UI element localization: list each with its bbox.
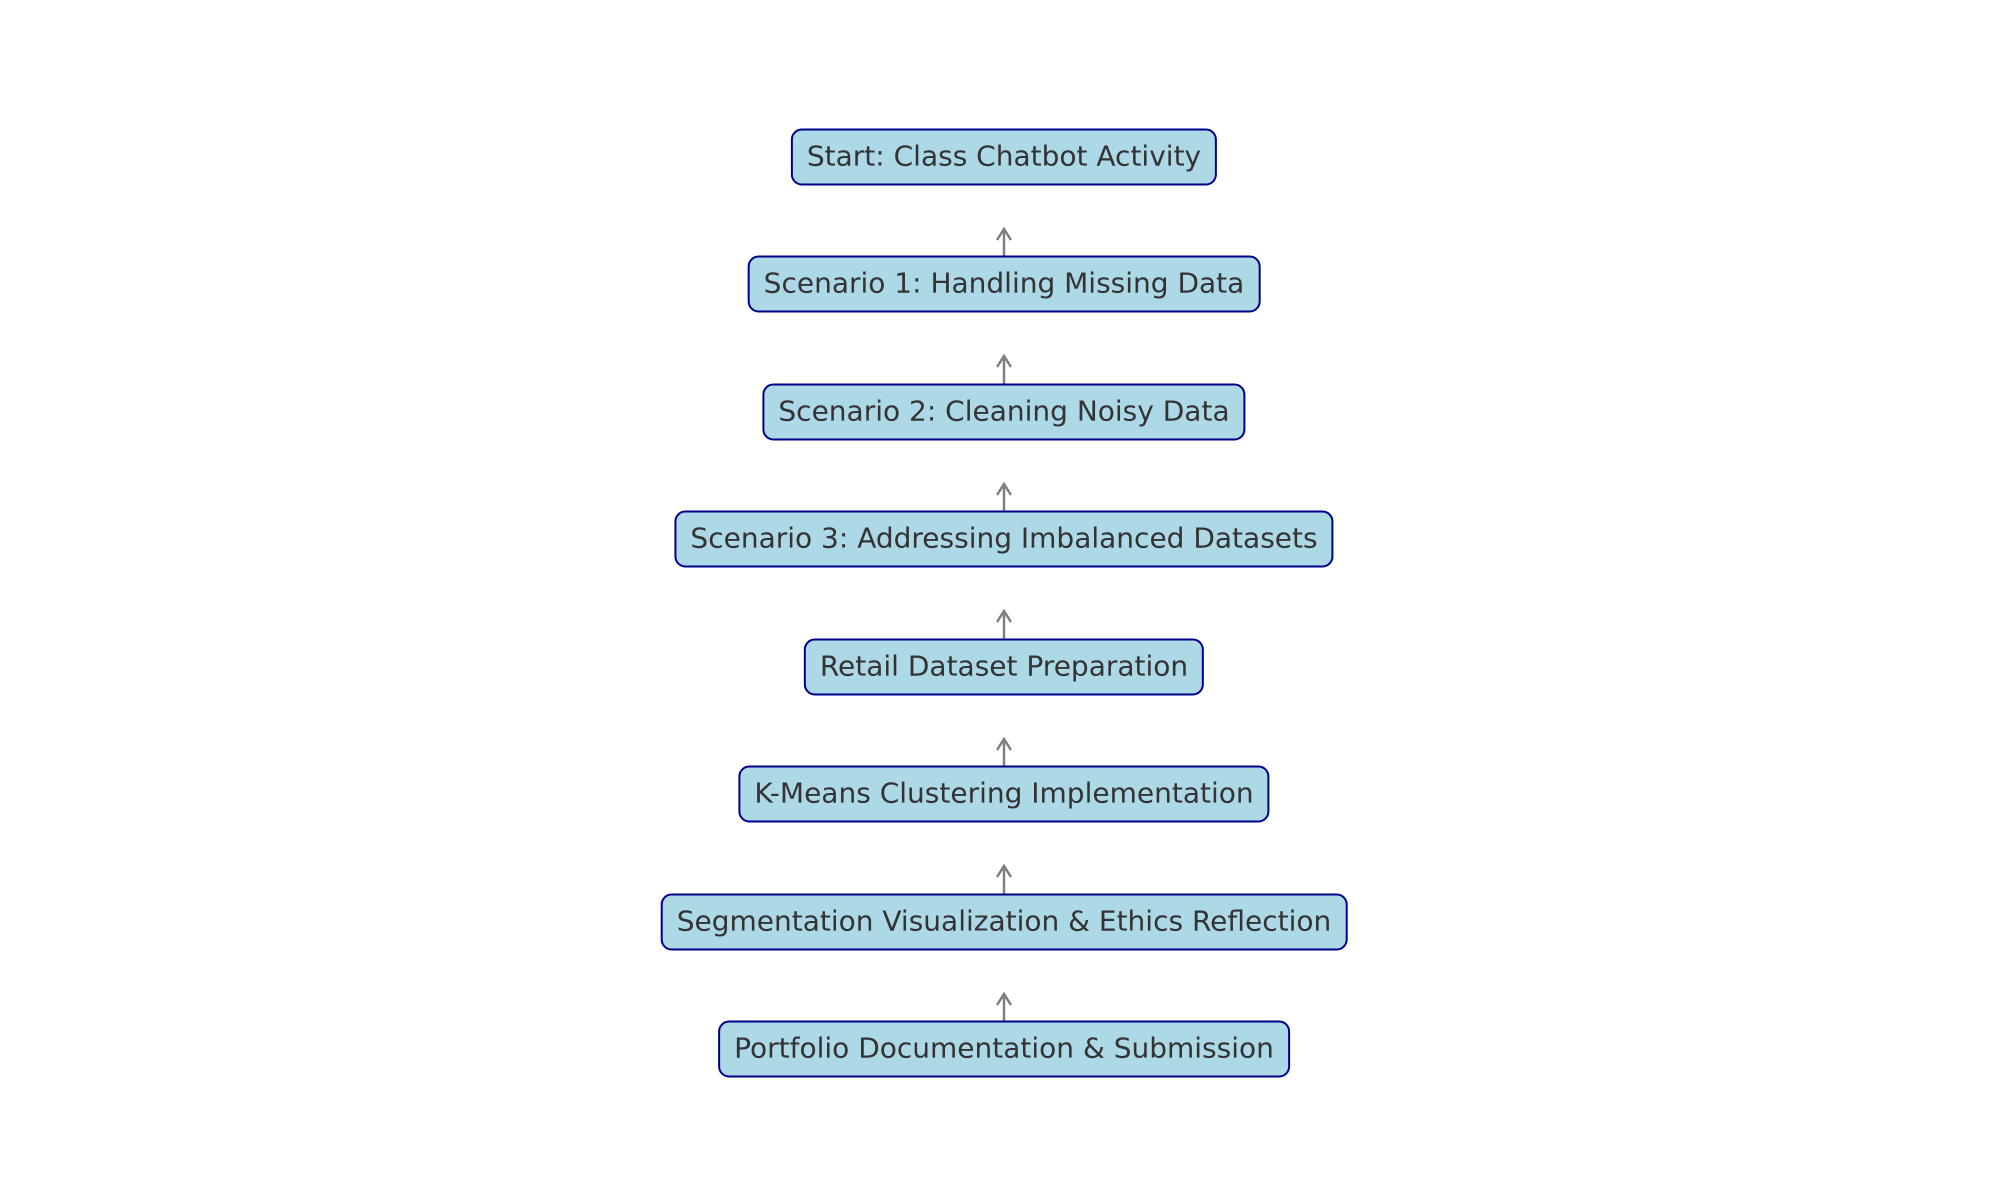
arrow-up-icon [995,353,1013,384]
arrow-up-icon [995,736,1013,767]
step-k-means-clustering: K-Means Clustering Implementation [738,765,1270,823]
step-portfolio-documentation: Portfolio Documentation & Submission [718,1020,1290,1078]
arrow-up-icon [995,863,1013,894]
arrow-up-icon [995,481,1013,512]
step-scenario-1-missing-data: Scenario 1: Handling Missing Data [747,255,1261,313]
arrow-up-icon [995,226,1013,257]
step-segmentation-visualization-ethics: Segmentation Visualization & Ethics Refl… [660,893,1348,951]
step-start-class-chatbot-activity: Start: Class Chatbot Activity [790,128,1218,186]
arrow-up-icon [995,608,1013,639]
step-scenario-2-noisy-data: Scenario 2: Cleaning Noisy Data [762,383,1246,441]
arrow-up-icon [995,991,1013,1022]
step-retail-dataset-preparation: Retail Dataset Preparation [803,638,1205,696]
step-scenario-3-imbalanced-datasets: Scenario 3: Addressing Imbalanced Datase… [674,510,1334,568]
